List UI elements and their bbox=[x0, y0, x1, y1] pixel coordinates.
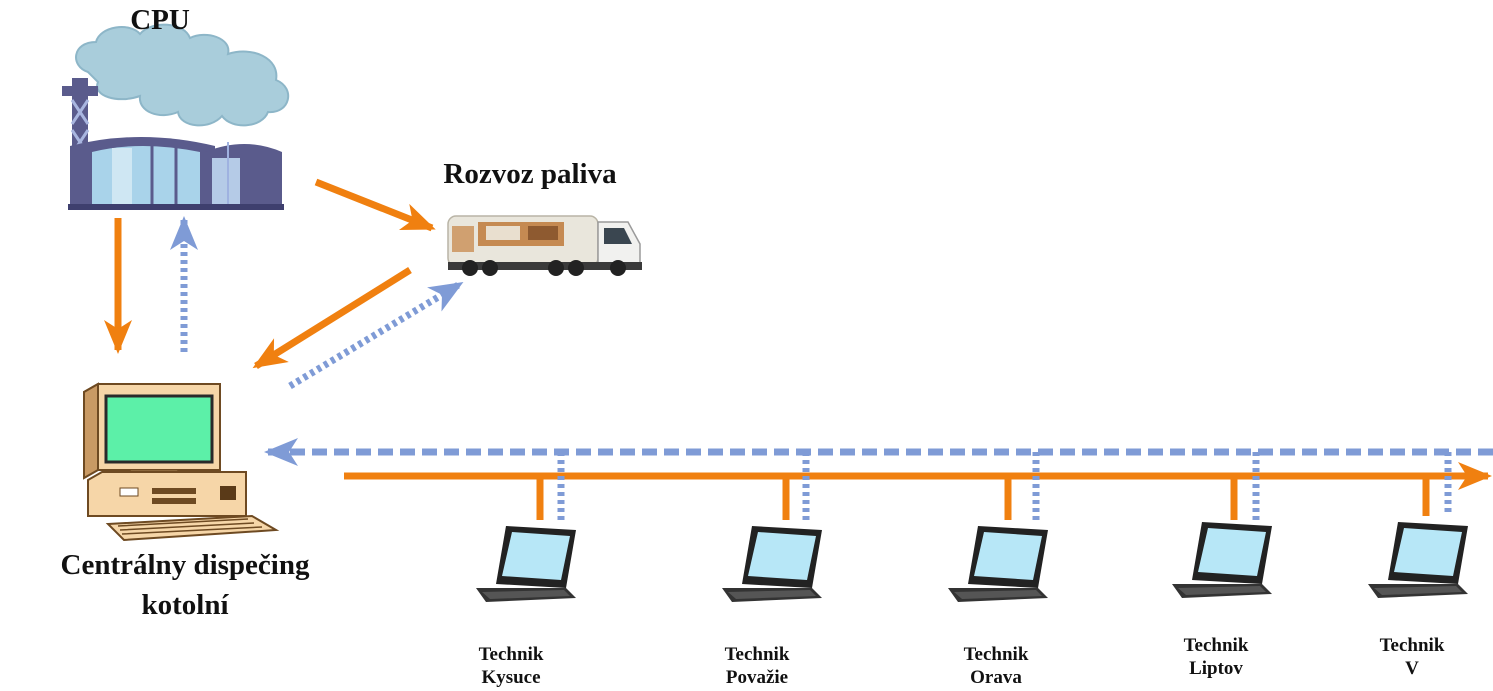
laptop-icon bbox=[476, 526, 576, 602]
technician-title: Technik bbox=[1183, 635, 1249, 656]
technician-connectors bbox=[536, 452, 1452, 520]
technician-label-orava: Technik Orava bbox=[926, 643, 1066, 689]
technician-title: Technik bbox=[1379, 635, 1445, 656]
fuel-delivery-label: Rozvoz paliva bbox=[443, 158, 617, 190]
arrow-central-to-truck bbox=[288, 280, 464, 390]
desktop-computer-icon bbox=[83, 382, 280, 542]
technician-label-v: Technik V bbox=[1342, 634, 1482, 680]
laptop-icon bbox=[1368, 522, 1468, 598]
central-dispatch-line1: Centrálny dispečing bbox=[60, 549, 310, 581]
fuel-truck-icon bbox=[447, 215, 642, 276]
arrow-cpu-to-truck bbox=[314, 178, 436, 232]
arrow-truck-to-central bbox=[252, 267, 412, 369]
technician-label-kysuce: Technik Kysuce bbox=[441, 643, 581, 689]
technician-title: Technik bbox=[724, 644, 790, 665]
technician-label-povazie: Technik Považie bbox=[687, 643, 827, 689]
cpu-label: CPU bbox=[130, 4, 190, 36]
laptop-icon bbox=[722, 526, 822, 602]
technician-title: Technik bbox=[478, 644, 544, 665]
central-dispatch-label: Centrálny dispečing kotolní bbox=[0, 545, 370, 625]
power-plant-icon bbox=[62, 23, 290, 210]
technician-title: Technik bbox=[963, 644, 1029, 665]
cloud-shape bbox=[75, 23, 290, 127]
central-dispatch-line2: kotolní bbox=[141, 589, 229, 621]
technician-region: Považie bbox=[725, 667, 789, 688]
technician-region: Liptov bbox=[1189, 658, 1243, 679]
technician-region: Orava bbox=[970, 667, 1022, 688]
laptop-icon bbox=[1172, 522, 1272, 598]
technician-region: Kysuce bbox=[481, 667, 541, 688]
laptop-icon bbox=[948, 526, 1048, 602]
technician-label-liptov: Technik Liptov bbox=[1146, 634, 1286, 680]
technician-region: V bbox=[1405, 658, 1419, 679]
